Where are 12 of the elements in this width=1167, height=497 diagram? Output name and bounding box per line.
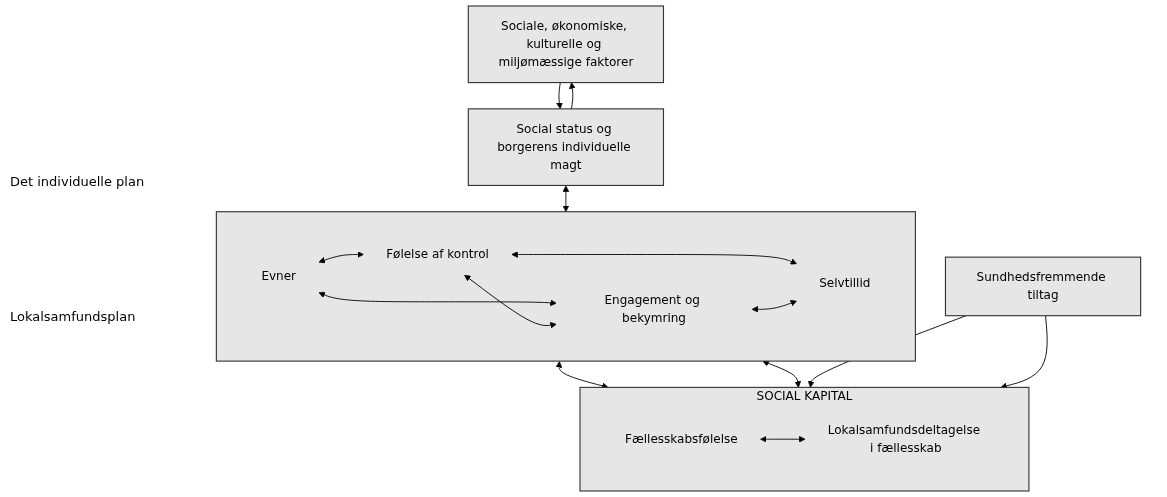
level-label: Lokalsamfundsplan [10, 308, 137, 324]
node-text: Fællesskabsfølelse [625, 431, 738, 446]
node-text: Evner [261, 268, 297, 283]
node-text: Følelse af kontrol [386, 247, 489, 262]
level-label: Det individuelle plan [10, 173, 146, 189]
node-text: Selvtillid [819, 275, 871, 291]
node-box: Sundhedsfremmende tiltag [944, 256, 1142, 317]
node-box: Sociale, økonomiske, kulturelle og miljømæssige faktorer [467, 5, 665, 84]
node-box: Social status og borgerens individuelle magt [467, 108, 665, 186]
cluster [215, 211, 916, 362]
node-text: Engagement og bekymring [604, 292, 700, 326]
node-text: Lokalsamfundsdeltagelse i fællesskab [827, 422, 981, 455]
